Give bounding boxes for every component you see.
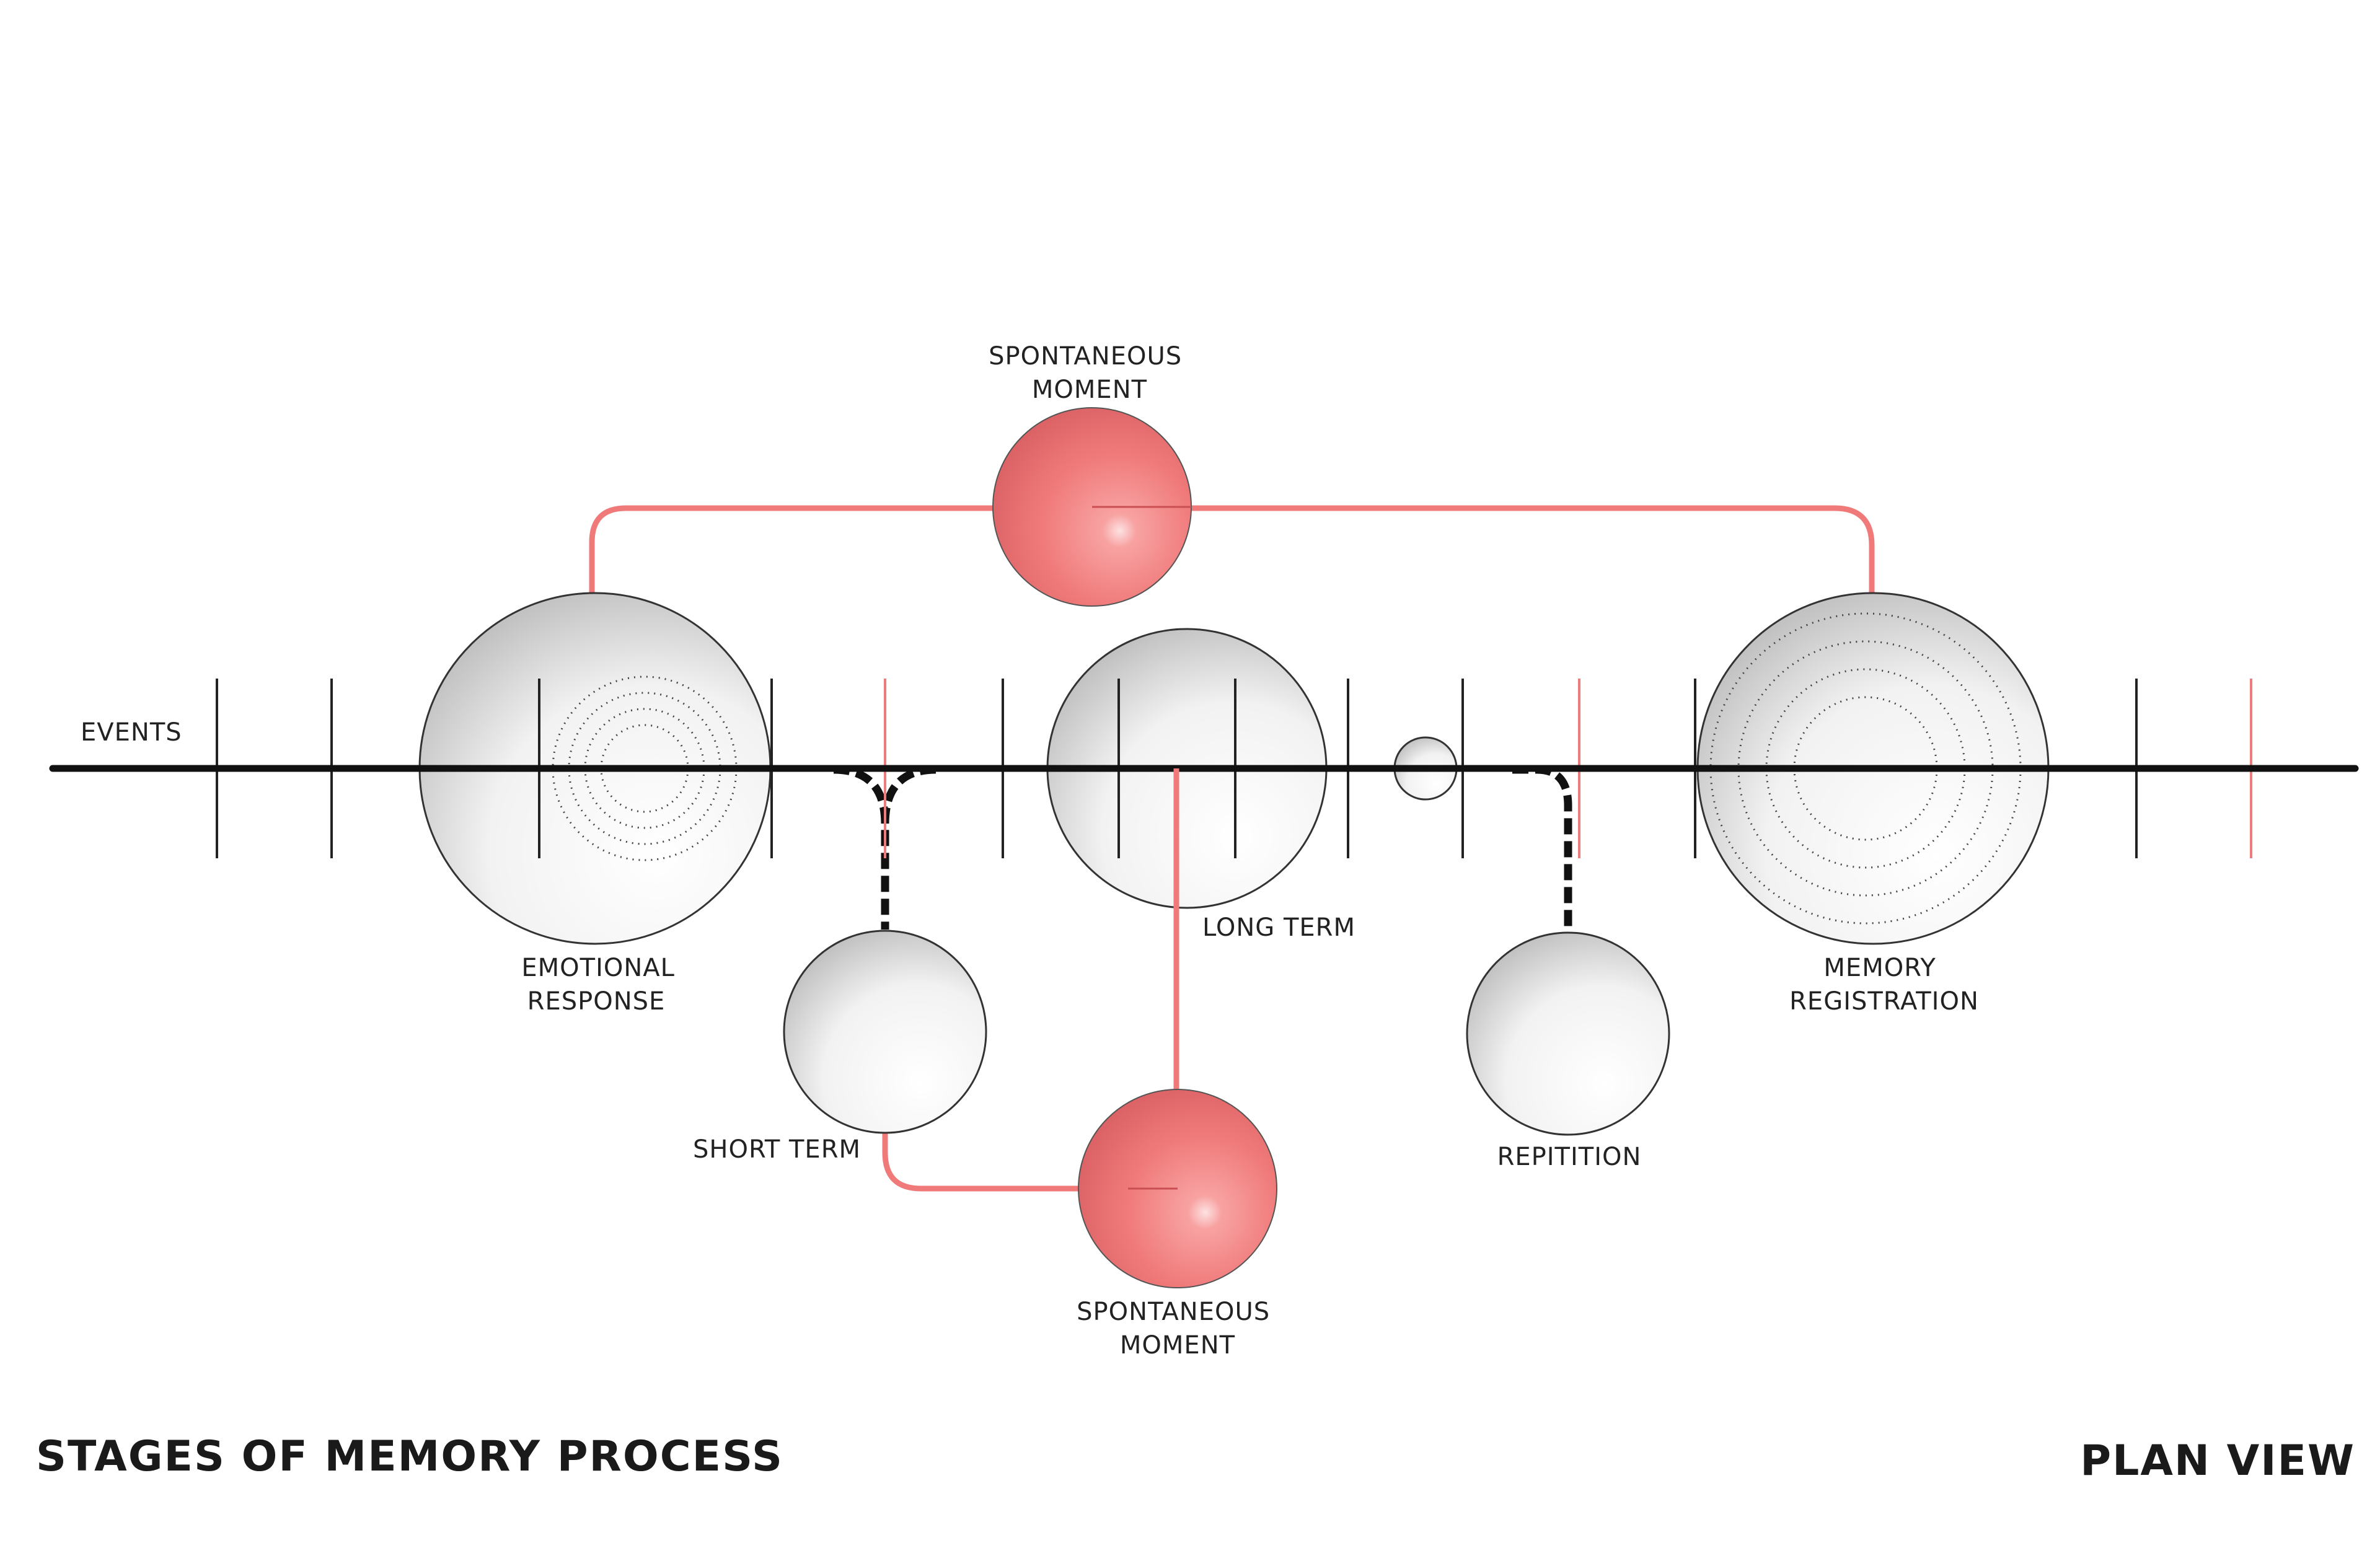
view-label: PLAN VIEW	[2080, 1436, 2355, 1485]
connector-spontaneous-to-emotional	[589, 505, 1091, 768]
short-term-sphere	[783, 930, 987, 1134]
repitition-sphere	[1466, 931, 1670, 1136]
connector-spontaneous-to-registration	[1091, 505, 1875, 768]
emotional-response-label: EMOTIONAL RESPONSE	[521, 954, 683, 1016]
short-term-label: SHORT TERM	[693, 1135, 861, 1164]
diagram-title: STAGES OF MEMORY PROCESS	[36, 1432, 783, 1481]
spontaneous-bottom-label: SPONTANEOUS MOMENT	[1077, 1298, 1279, 1360]
memory-registration-label: MEMORY REGISTRATION	[1789, 954, 1979, 1016]
branch-events-to-repitition	[1512, 765, 1572, 933]
events-label: EVENTS	[81, 718, 182, 747]
spontaneous-top-label: SPONTANEOUS MOMENT	[989, 342, 1191, 404]
long-term-label: LONG TERM	[1202, 913, 1355, 942]
connector-shortterm-to-spontaneous	[882, 1053, 1190, 1192]
repitition-label: REPITITION	[1497, 1143, 1642, 1171]
